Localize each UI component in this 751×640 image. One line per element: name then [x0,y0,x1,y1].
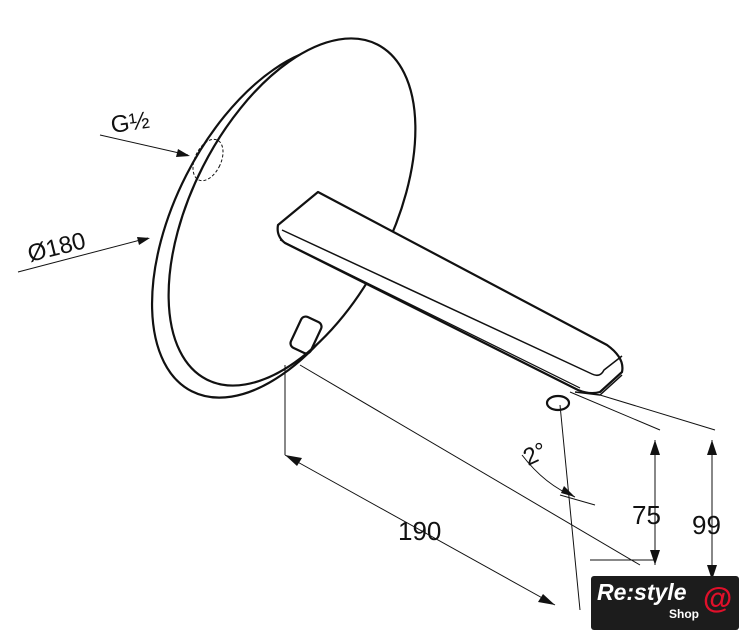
thread-label: G½ [109,107,151,139]
outlet [545,394,571,412]
shop-logo: Re:style Shop @ [591,576,739,630]
total-height-label: 99 [692,510,721,540]
logo-text: Re:style [597,579,687,605]
thread-marker [192,138,224,182]
sensor-window [289,315,323,355]
length-label: 190 [398,516,441,546]
outlet-height-label: 75 [632,500,661,530]
angle-label: 2° [519,437,551,471]
logo-subtext: Shop [669,607,699,621]
spout [276,190,624,395]
cart-at-icon: @ [703,582,733,615]
